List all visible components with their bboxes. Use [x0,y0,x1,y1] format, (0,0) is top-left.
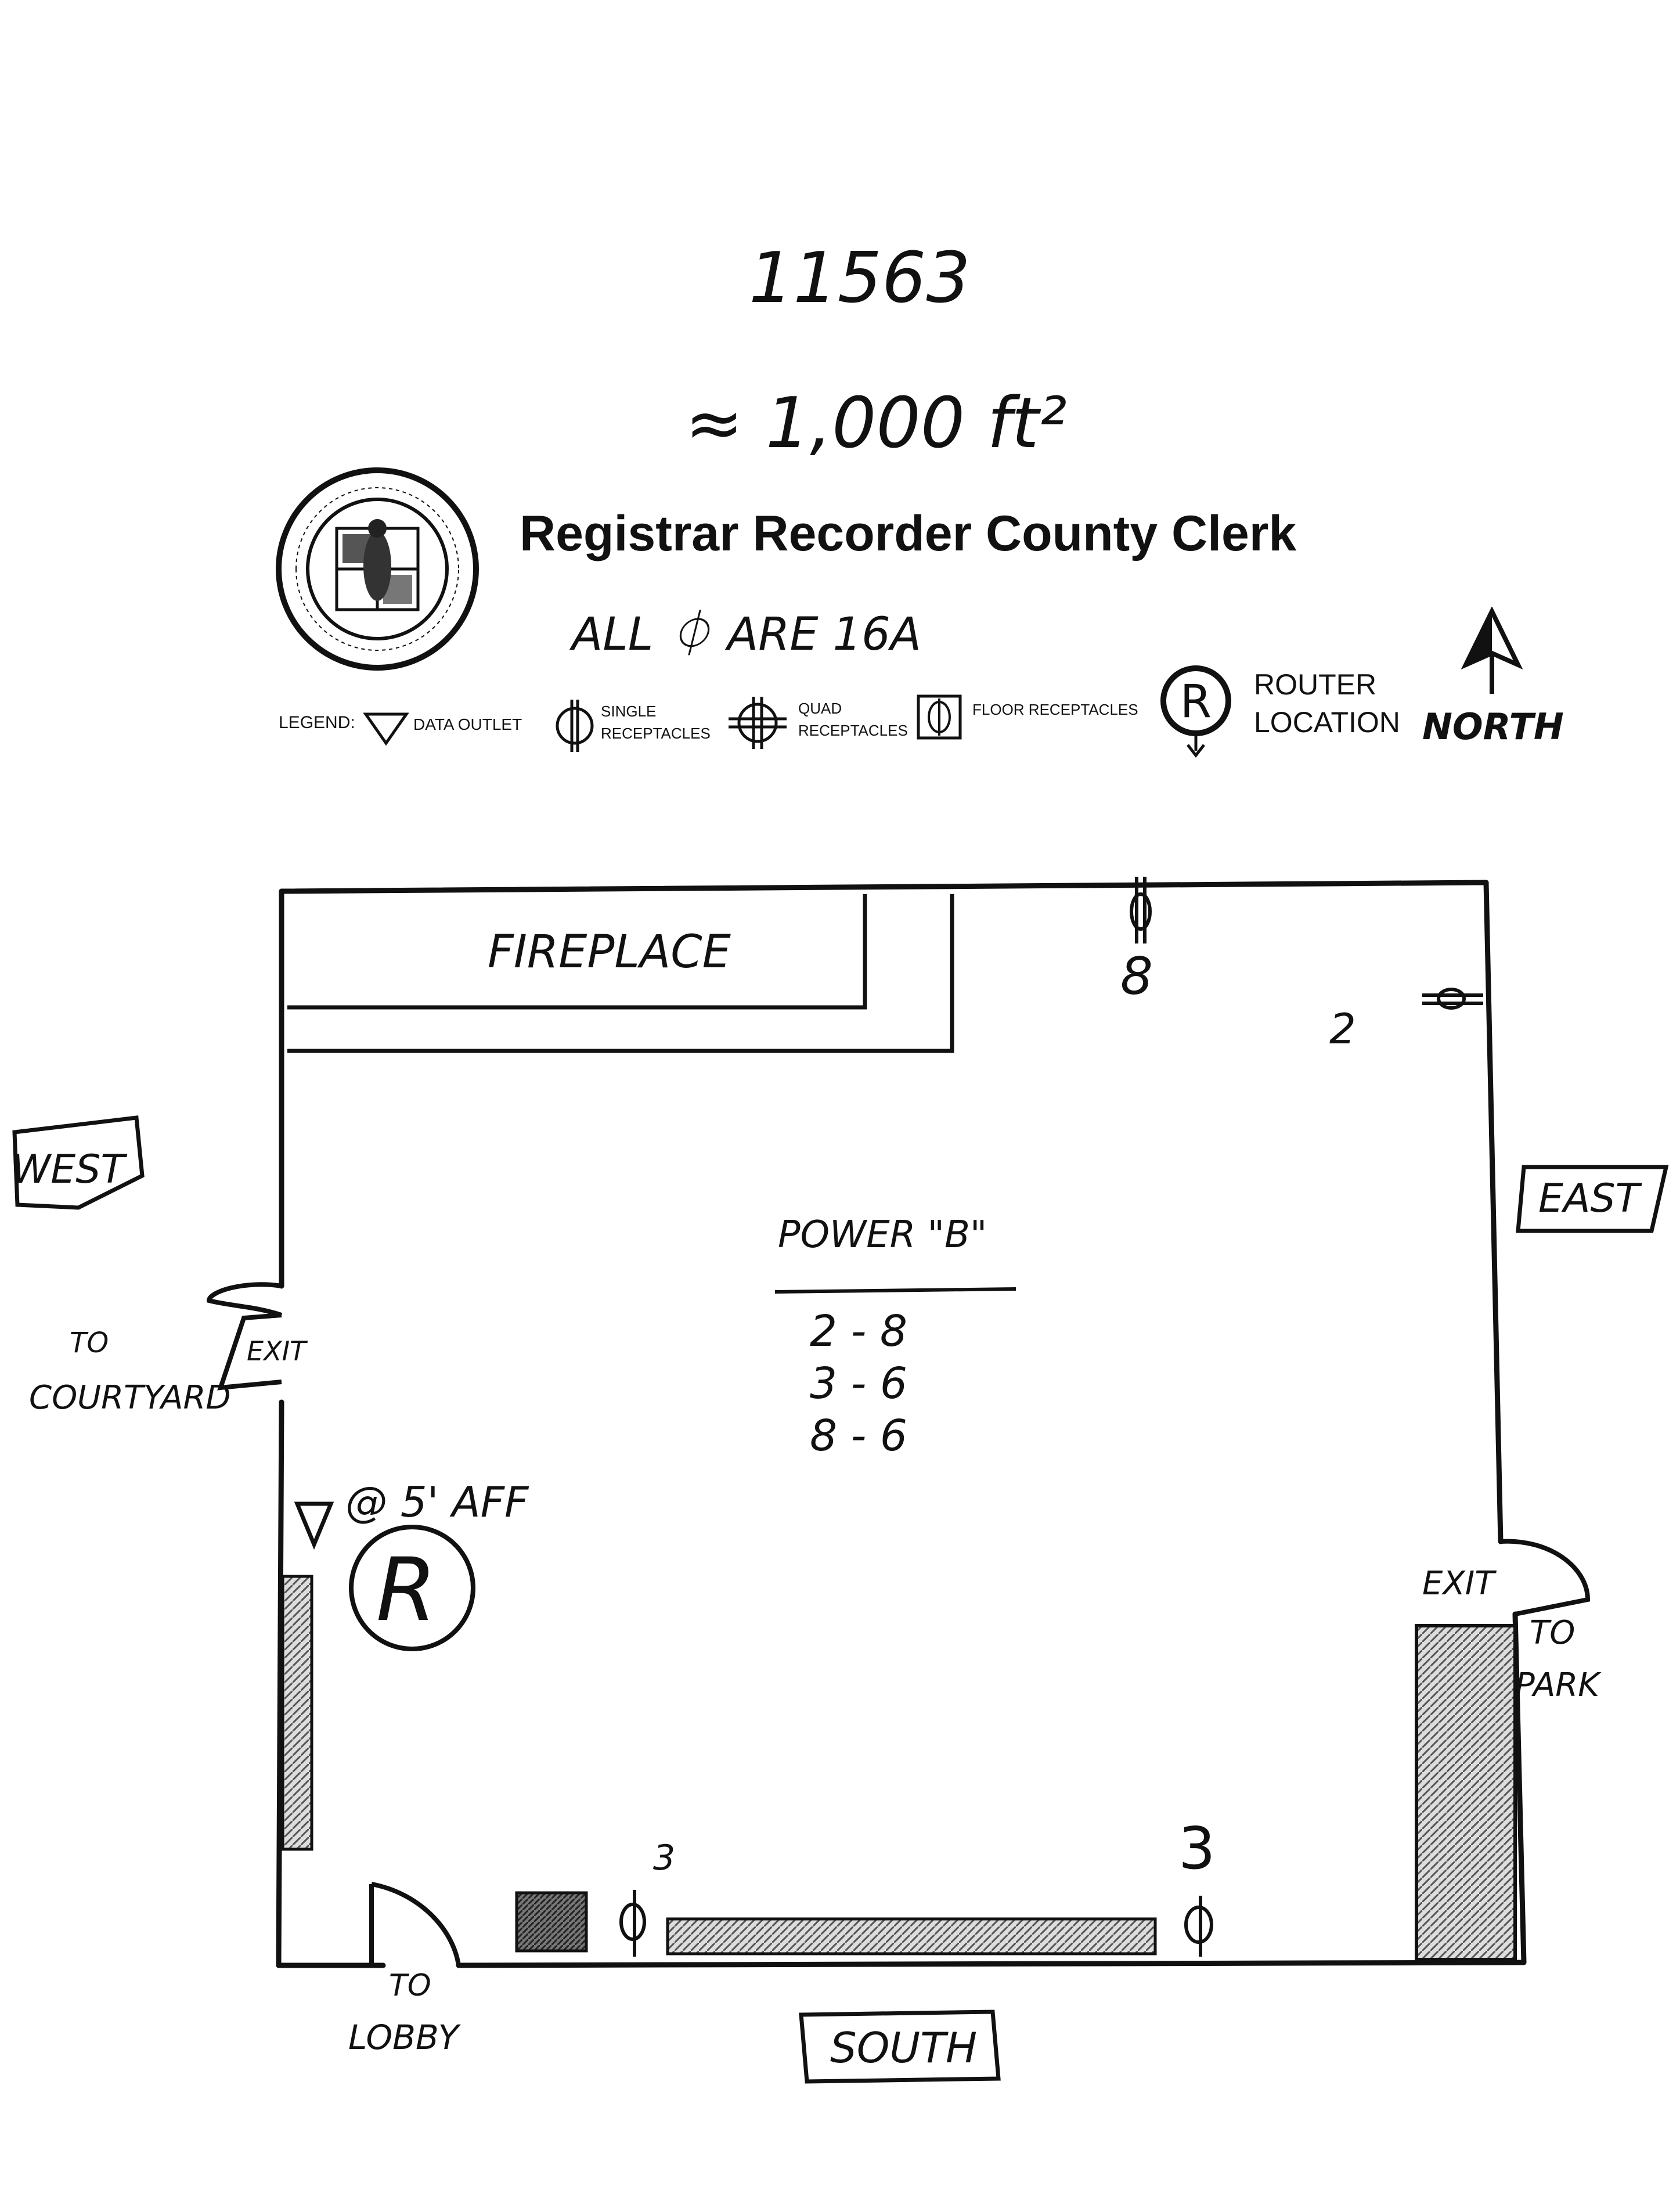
receptacle-note: ALL ⏀ ARE 16A [572,608,922,661]
outlet-s2-count: 3 [1178,1814,1216,1882]
site-number: 11563 [749,238,971,319]
single-receptacle-symbol [556,700,594,752]
legend-quad-2: RECEPTACLES [798,722,908,739]
north-label: NORTH [1422,705,1564,748]
legend-quad-1: QUAD [798,700,842,717]
data-outlet-symbol [363,712,409,746]
data-outlet-symbol-plan [294,1501,334,1550]
legend-router-2: LOCATION [1254,706,1400,739]
to-park-2: PARK [1515,1666,1599,1704]
exit-west-label: EXIT [247,1335,307,1367]
south-tag [799,2009,1001,2084]
fireplace-block [287,894,954,1053]
power-row-3: 8 - 6 [810,1411,907,1461]
receptacle-north-wall [1130,877,1152,943]
east-wall-north [1483,880,1504,1544]
to-lobby-2: LOBBY [348,2018,459,2057]
area-note: ≈ 1,000 ft² [685,383,1067,464]
legend-single-1: SINGLE [601,703,657,720]
east-wall-fixture [1415,1624,1517,1961]
west-exit-door [206,1282,283,1391]
south-cabinet [515,1891,588,1953]
lobby-door [369,1882,461,1966]
router-location: R [349,1525,475,1651]
quad-receptacle-symbol [729,697,787,749]
east-tag [1516,1165,1669,1233]
floor-receptacle-symbol [917,694,962,740]
north-arrow-icon [1461,607,1523,694]
west-wall-south [276,1399,284,1968]
east-exit-door [1500,1539,1591,1616]
outlet-top-count: 8 [1120,946,1153,1006]
legend-data-outlet: DATA OUTLET [413,715,522,733]
legend-floor: FLOOR RECEPTACLES [972,701,1138,718]
legend-router-1: ROUTER [1254,668,1377,701]
power-title: POWER "B" [778,1213,987,1256]
to-courtyard-1: TO [70,1327,109,1359]
receptacle-south-2 [1184,1896,1213,1957]
county-seal-logo [276,467,479,671]
west-wall-fixture [281,1575,313,1851]
power-row-2: 3 - 6 [810,1359,907,1409]
power-row-1: 2 - 8 [810,1306,907,1356]
router-letter: R [376,1540,437,1641]
power-underline [774,1287,1016,1294]
to-courtyard-2: COURTYARD [29,1379,231,1417]
south-counter [666,1917,1157,1955]
to-lobby-1: TO [389,1968,431,2003]
outlet-s1-count: 3 [653,1838,676,1878]
exit-east-label: EXIT [1422,1565,1495,1602]
outlet-ne-count: 2 [1329,1004,1356,1053]
legend-label: LEGEND: [279,713,355,732]
south-label: SOUTH [830,2023,978,2072]
legend-single-2: RECEPTACLES [601,725,711,742]
org-title: Registrar Recorder County Clerk [520,506,1297,561]
west-label: WEST [12,1147,125,1193]
receptacle-south-1 [619,1890,646,1957]
router-legend-symbol: R [1160,665,1231,758]
receptacle-east-wall [1422,988,1483,1010]
data-outlet-note: @ 5' AFF [345,1478,529,1526]
west-tag [12,1115,145,1210]
east-label: EAST [1538,1176,1640,1222]
fireplace-label: FIREPLACE [488,926,731,978]
router-legend-letter: R [1180,676,1212,728]
to-park-1: TO [1530,1614,1576,1652]
